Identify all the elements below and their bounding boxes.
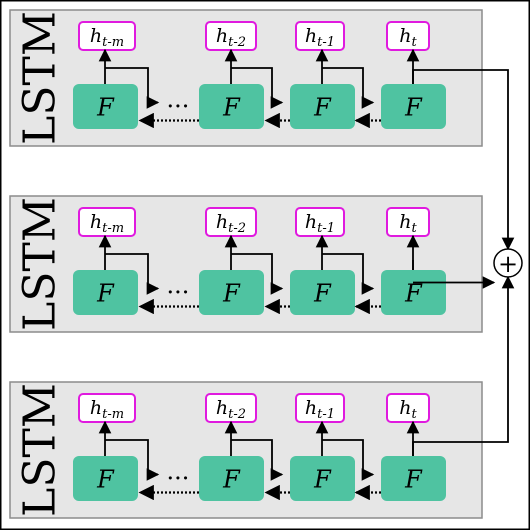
cell-label: F (404, 280, 423, 308)
forward-connection-arrow (322, 253, 375, 295)
lstm-layer-2: LSTM F F F Fht-m ht-2 ht-1 ht ··· (9, 195, 494, 333)
cell-label: F (404, 466, 423, 494)
cell-label: F (313, 280, 332, 308)
lstm-cell (290, 84, 355, 129)
forward-connection-arrow (231, 439, 284, 481)
output-to-sum-arrow (412, 69, 515, 251)
lstm-cell (73, 456, 138, 501)
hidden-state-label: ht (399, 25, 417, 50)
lstm-cell (290, 456, 355, 501)
lstm-label: LSTM (15, 197, 66, 331)
cell-label: F (313, 466, 332, 494)
cell-label: F (96, 94, 115, 122)
layers-group: LSTM F F F Fht-m ht-2 ht-1 ht ··· LSTM F F F Fht-m ht-… (9, 9, 515, 519)
hidden-state-label: ht-1 (305, 25, 335, 50)
lstm-cell (381, 270, 446, 315)
cell-label: F (222, 280, 241, 308)
cell-label: F (96, 280, 115, 308)
ellipsis: ··· (167, 93, 190, 121)
lstm-cell (199, 84, 264, 129)
lstm-cell (381, 456, 446, 501)
lstm-cell (381, 84, 446, 129)
forward-connection-arrow (105, 439, 160, 481)
hidden-state-label: ht-m (90, 211, 124, 236)
lstm-label: LSTM (15, 11, 66, 145)
cell-label: F (404, 94, 423, 122)
ellipsis: ··· (167, 465, 190, 493)
forward-connection-arrow (231, 253, 284, 295)
hidden-state-label: ht-m (90, 397, 124, 422)
cell-label: F (222, 466, 241, 494)
cell-label: F (222, 94, 241, 122)
forward-connection-arrow (322, 67, 375, 109)
lstm-cell (73, 84, 138, 129)
output-to-sum-arrow (412, 260, 494, 283)
lstm-cell (73, 270, 138, 315)
lstm-cell (290, 270, 355, 315)
forward-connection-arrow (231, 67, 284, 109)
lstm-layer-1: LSTM F F F Fht-m ht-2 ht-1 ht ··· (9, 9, 515, 251)
lstm-layer-3: LSTM F F F Fht-m ht-2 ht-1 ht ··· (9, 275, 515, 519)
forward-connection-arrow (105, 67, 160, 109)
hidden-state-label: ht (399, 397, 417, 422)
ellipsis: ··· (167, 279, 190, 307)
forward-connection-arrow (105, 253, 160, 295)
forward-connection-arrow (322, 439, 375, 481)
hidden-state-label: ht-m (90, 25, 124, 50)
sum-node (493, 248, 523, 278)
cell-label: F (96, 466, 115, 494)
output-to-sum-arrow (412, 275, 515, 456)
sum-symbol: + (498, 250, 518, 278)
hidden-state-label: ht-2 (216, 397, 246, 422)
lstm-cell (199, 270, 264, 315)
hidden-state-label: ht-2 (216, 211, 246, 236)
lstm-label: LSTM (15, 383, 66, 517)
sum-group: + (493, 248, 523, 278)
cell-label: F (313, 94, 332, 122)
hidden-state-label: ht-1 (305, 211, 335, 236)
lstm-cell (199, 456, 264, 501)
hidden-state-label: ht-2 (216, 25, 246, 50)
hidden-state-label: ht-1 (305, 397, 335, 422)
hidden-state-label: ht (399, 211, 417, 236)
